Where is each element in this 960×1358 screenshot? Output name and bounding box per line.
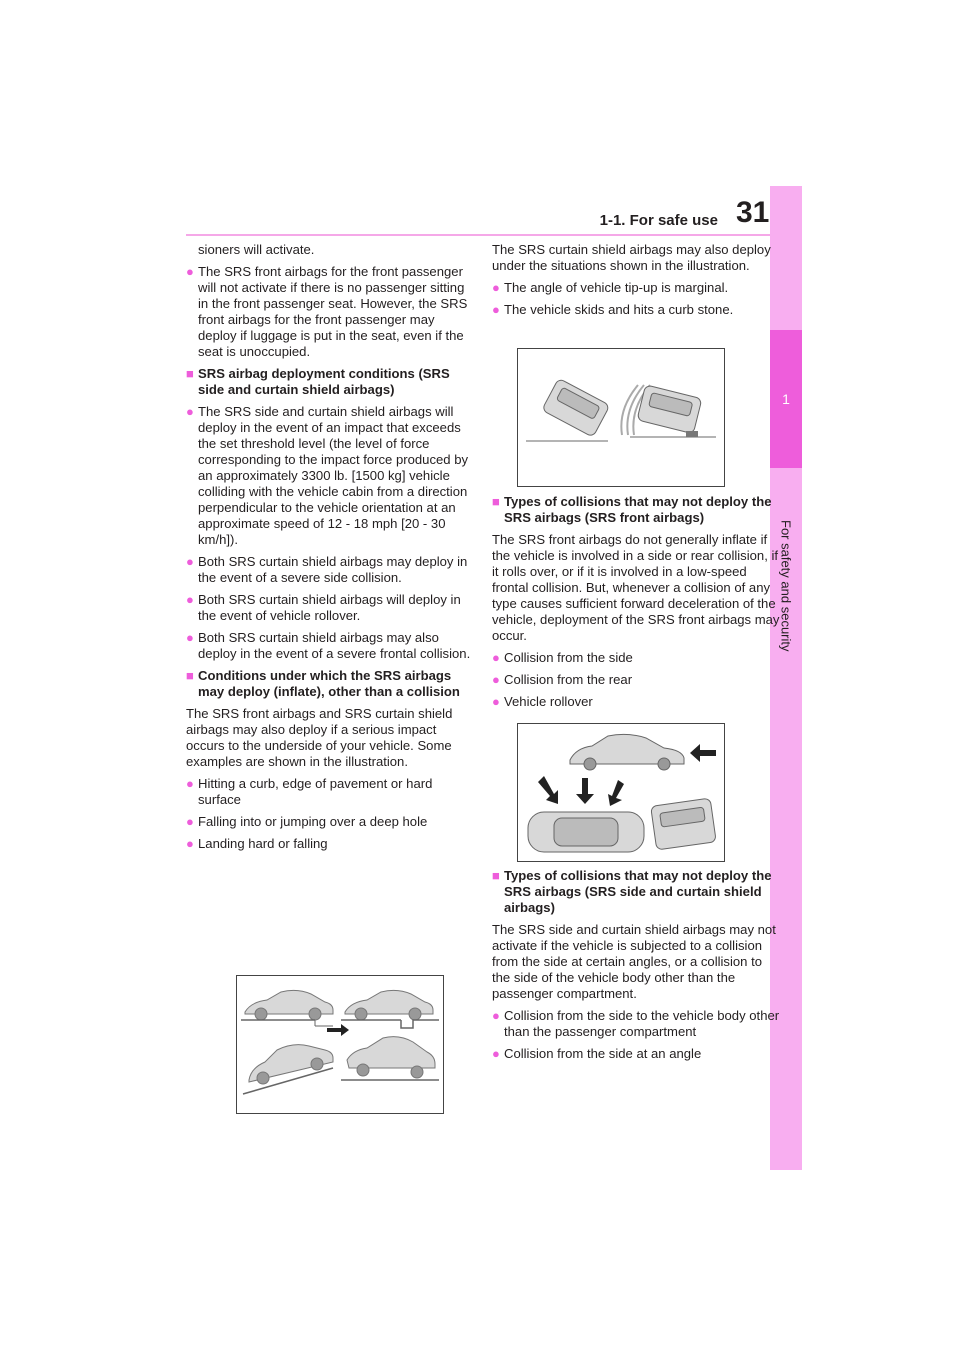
car-ramp-icon: [248, 1044, 334, 1085]
bullet-item: ●The angle of vehicle tip-up is marginal…: [492, 280, 729, 295]
bullet-item: ●The SRS side and curtain shield airbags…: [186, 404, 469, 547]
bullet-icon: ●: [186, 554, 194, 569]
chapter-title: For safety and security: [778, 520, 794, 652]
bullet-icon: ●: [186, 592, 194, 607]
paragraph: The SRS side and curtain shield airbags …: [492, 922, 776, 1001]
section-heading: ■SRS airbag deployment conditions (SRS s…: [186, 366, 450, 397]
header-rule: [186, 234, 770, 236]
bullet-icon: ●: [186, 630, 194, 645]
right-column-top: The SRS curtain shield airbags may also …: [492, 242, 780, 324]
bullet-icon: ●: [186, 836, 194, 851]
bullet-item: ●Collision from the side at an angle: [492, 1046, 702, 1061]
paragraph: The SRS curtain shield airbags may also …: [492, 242, 771, 273]
illustration-underside-impacts: [236, 975, 444, 1114]
bullet-icon: ●: [492, 280, 500, 295]
square-icon: ■: [186, 668, 194, 683]
arrow-left-icon: [690, 744, 716, 762]
bullet-icon: ●: [492, 672, 500, 687]
bullet-item: ●Collision from the side: [492, 650, 633, 665]
chapter-number-box[interactable]: 1: [770, 330, 802, 468]
car-hole-icon: [344, 989, 434, 1021]
bullet-item: ●Landing hard or falling: [186, 836, 328, 851]
bullet-item: ●Hitting a curb, edge of pavement or har…: [186, 776, 433, 807]
right-column-bottom: ■Types of collisions that may not deploy…: [492, 868, 780, 1068]
bullet-item: ●The SRS front airbags for the front pas…: [186, 264, 468, 359]
illustration-tipup-skid: [517, 348, 725, 487]
bullet-item: ●Both SRS curtain shield airbags will de…: [186, 592, 461, 623]
car-landing-icon: [346, 1036, 436, 1079]
bullet-icon: ●: [492, 1008, 500, 1023]
bullet-item: ●The vehicle skids and hits a curb stone…: [492, 302, 734, 317]
car-curb-icon: [244, 989, 334, 1021]
paragraph: The SRS front airbags and SRS curtain sh…: [186, 706, 453, 769]
bullet-icon: ●: [492, 302, 500, 317]
section-heading: ■Conditions under which the SRS airbags …: [186, 668, 460, 699]
bullet-icon: ●: [492, 694, 500, 709]
page-header: 1-1. For safe use 31: [0, 0, 960, 240]
continuation-text: sioners will activate.: [198, 242, 315, 257]
square-icon: ■: [492, 868, 500, 883]
curb-stone-icon: [686, 431, 698, 437]
bullet-icon: ●: [186, 264, 194, 279]
bullet-icon: ●: [492, 650, 500, 665]
car-rear-impact-icon: [569, 733, 685, 771]
bullet-item: ●Collision from the rear: [492, 672, 633, 687]
car-tipped-icon: [543, 379, 609, 436]
bullet-icon: ●: [186, 814, 194, 829]
paragraph: The SRS front airbags do not generally i…: [492, 532, 780, 643]
square-icon: ■: [492, 494, 500, 509]
arrow-down-icon: [538, 776, 558, 804]
car-skid-icon: [637, 385, 702, 434]
section-heading: ■Types of collisions that may not deploy…: [492, 868, 772, 915]
right-column-middle: ■Types of collisions that may not deploy…: [492, 494, 780, 716]
bullet-item: ●Both SRS curtain shield airbags may als…: [186, 630, 471, 661]
bullet-item: ●Falling into or jumping over a deep hol…: [186, 814, 428, 829]
bullet-item: ●Both SRS curtain shield airbags may dep…: [186, 554, 468, 585]
left-column: sioners will activate. ●The SRS front ai…: [186, 242, 474, 858]
bullet-icon: ●: [186, 404, 194, 419]
bullet-item: ●Vehicle rollover: [492, 694, 593, 709]
car-rollover-icon: [650, 798, 716, 850]
bullet-item: ●Collision from the side to the vehicle …: [492, 1008, 780, 1039]
car-top-view-icon: [527, 811, 645, 853]
illustration-side-rear-rollover: [517, 723, 725, 862]
bullet-icon: ●: [492, 1046, 500, 1061]
section-title: 1-1. For safe use: [599, 212, 718, 229]
bullet-icon: ●: [186, 776, 194, 791]
square-icon: ■: [186, 366, 194, 381]
page-number: 31: [736, 196, 770, 229]
section-heading: ■Types of collisions that may not deploy…: [492, 494, 772, 525]
arrow-down-icon: [576, 778, 594, 804]
arrow-right-icon: [327, 1024, 349, 1036]
arrow-down-icon: [608, 780, 624, 806]
